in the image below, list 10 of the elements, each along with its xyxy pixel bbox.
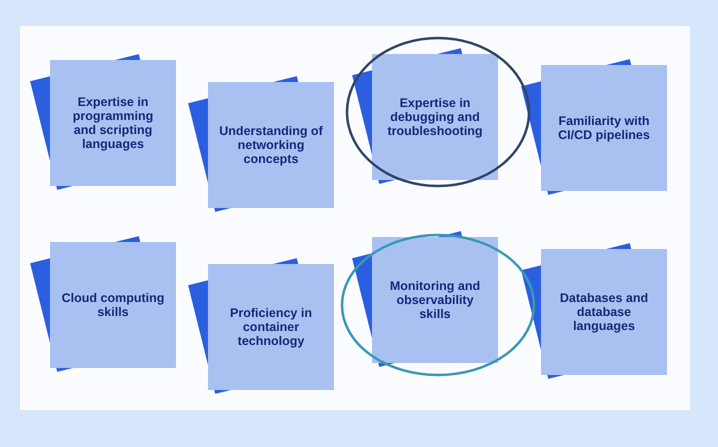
card-text: Databases and database languages: [558, 291, 650, 333]
highlight-ellipse: [346, 36, 530, 188]
highlight-ellipse: [340, 234, 536, 376]
card-text: Expertise in debugging and troubleshooting: [386, 96, 484, 138]
card-text: Expertise in programming and scripting languages: [72, 95, 154, 151]
card-text: Familiarity with CI/CD pipelines: [557, 114, 651, 142]
card-text: Understanding of networking concepts: [218, 124, 324, 166]
card-text: Proficiency in container technology: [229, 306, 313, 348]
card-text: Monitoring and observability skills: [388, 279, 482, 321]
card-text: Cloud computing skills: [60, 291, 166, 319]
